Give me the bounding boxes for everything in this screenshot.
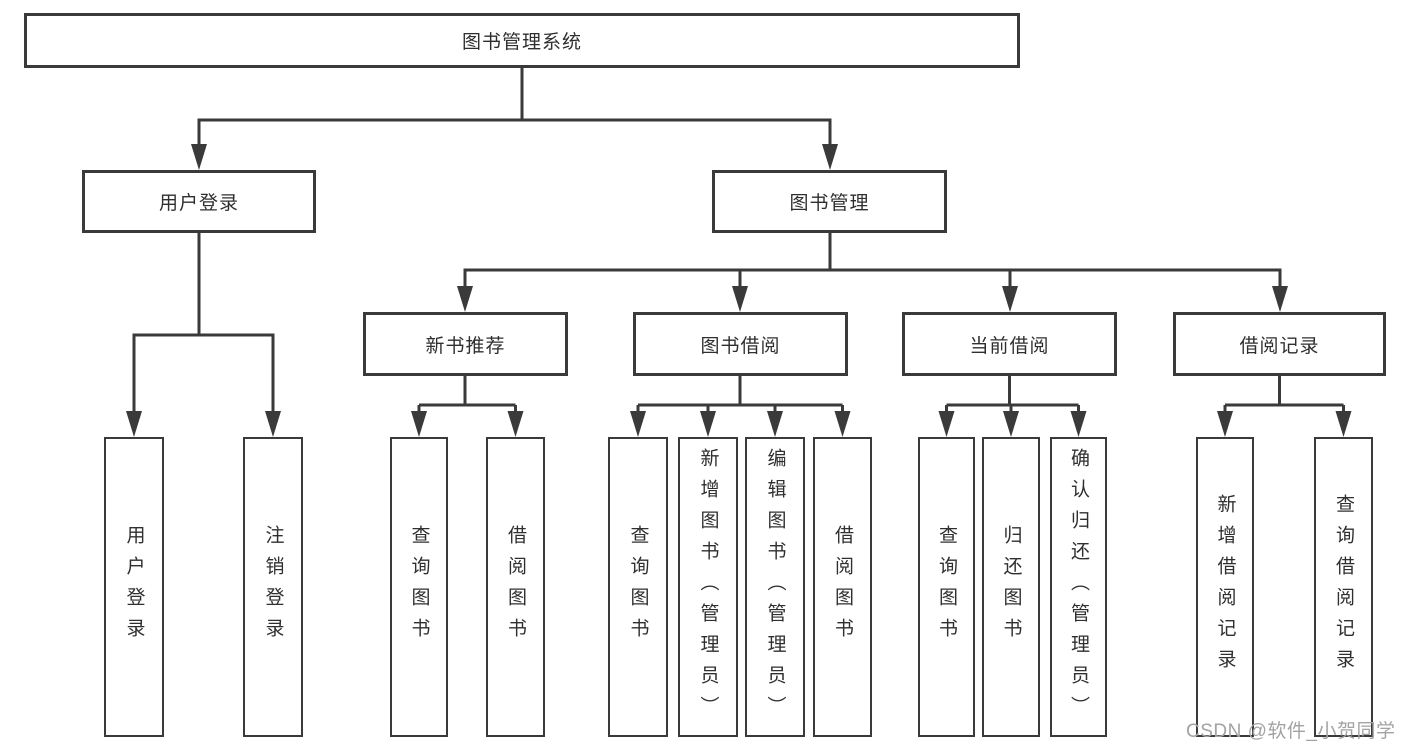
arrowhead: [507, 411, 524, 437]
arrowhead: [1217, 411, 1233, 437]
leaf-query-books-current: 查询图书: [918, 437, 975, 737]
arrowhead: [1002, 286, 1018, 312]
arrowhead: [1272, 286, 1288, 312]
leaf-user-login: 用户登录: [104, 437, 164, 737]
leaf-query-borrow-record: 查询借阅记录: [1314, 437, 1373, 737]
arrowhead: [834, 411, 851, 437]
connector-borrow-records-to-leaves: [1223, 376, 1345, 418]
leaf-query-books-borrow: 查询图书: [608, 437, 668, 737]
arrowhead: [767, 411, 783, 437]
leaf-add-borrow-record: 新增借阅记录: [1196, 437, 1254, 737]
arrowhead: [265, 411, 281, 437]
connector-root-to-level2: [197, 68, 832, 150]
node-user-login: 用户登录: [82, 170, 316, 233]
connector-book-mgmt-to-level3: [463, 233, 1282, 293]
leaf-add-books-admin: 新增图书（管理员）: [678, 437, 738, 737]
node-book-management: 图书管理: [712, 170, 947, 233]
arrowhead: [630, 411, 646, 437]
arrowhead: [1070, 411, 1087, 437]
leaf-query-books-rec: 查询图书: [390, 437, 448, 737]
leaf-return-books: 归还图书: [982, 437, 1040, 737]
node-current-borrowing: 当前借阅: [902, 312, 1117, 376]
leaf-edit-books-admin: 编辑图书（管理员）: [745, 437, 805, 737]
arrowhead: [938, 411, 955, 437]
node-book-borrowing: 图书借阅: [633, 312, 848, 376]
arrowhead: [1003, 411, 1019, 437]
arrowhead: [1335, 411, 1352, 437]
leaf-borrow-books-rec: 借阅图书: [486, 437, 545, 737]
connector-user-login-to-leaves: [132, 233, 275, 418]
arrowhead: [411, 411, 427, 437]
arrowhead: [126, 411, 142, 437]
leaf-confirm-return-admin: 确认归还（管理员）: [1050, 437, 1107, 737]
arrowhead: [732, 286, 748, 312]
arrowhead: [700, 411, 716, 437]
watermark: CSDN @软件_小贺同学: [1186, 721, 1396, 742]
arrowhead: [457, 286, 473, 312]
leaf-logout: 注销登录: [243, 437, 303, 737]
node-new-book-recommendation: 新书推荐: [363, 312, 568, 376]
node-library-management-system: 图书管理系统: [24, 13, 1020, 68]
arrowhead: [822, 144, 838, 170]
node-borrowing-records: 借阅记录: [1173, 312, 1386, 376]
connector-new-book-rec-to-leaves: [417, 376, 517, 418]
arrowhead: [191, 144, 207, 170]
leaf-borrow-books: 借阅图书: [813, 437, 872, 737]
connector-book-borrow-to-leaves: [636, 376, 844, 418]
